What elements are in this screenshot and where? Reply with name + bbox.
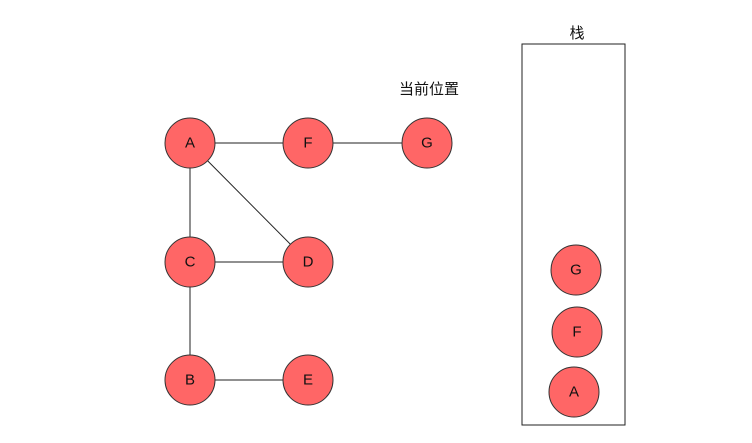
node-circle: [282, 354, 334, 406]
node-label: A: [569, 384, 579, 401]
node-circle: [164, 354, 216, 406]
stack-item-G: G: [550, 244, 602, 296]
graph-node-G: G: [401, 117, 453, 169]
stack-item-A: A: [548, 366, 600, 418]
node-label: D: [303, 254, 314, 271]
current-position-label: 当前位置: [399, 80, 459, 98]
edge-A-D: [189, 142, 309, 263]
graph-node-D: D: [282, 236, 334, 288]
node-label: G: [421, 135, 433, 152]
node-label: G: [570, 262, 582, 279]
stack-item-F: F: [551, 306, 603, 358]
graph-node-E: E: [282, 354, 334, 406]
node-circle: [551, 306, 603, 358]
stack-box: [521, 43, 626, 426]
node-circle: [282, 117, 334, 169]
node-label: F: [572, 324, 581, 341]
node-circle: [282, 236, 334, 288]
node-circle: [164, 117, 216, 169]
graph-node-A: A: [164, 117, 216, 169]
graph-node-C: C: [164, 236, 216, 288]
graph-node-B: B: [164, 354, 216, 406]
node-circle: [550, 244, 602, 296]
node-label: F: [303, 135, 312, 152]
node-label: E: [303, 372, 313, 389]
node-label: B: [185, 372, 195, 389]
node-label: C: [185, 254, 196, 271]
graph-node-F: F: [282, 117, 334, 169]
node-circle: [401, 117, 453, 169]
node-circle: [164, 236, 216, 288]
node-label: A: [185, 135, 195, 152]
stack-title: 栈: [569, 24, 584, 42]
node-circle: [548, 366, 600, 418]
